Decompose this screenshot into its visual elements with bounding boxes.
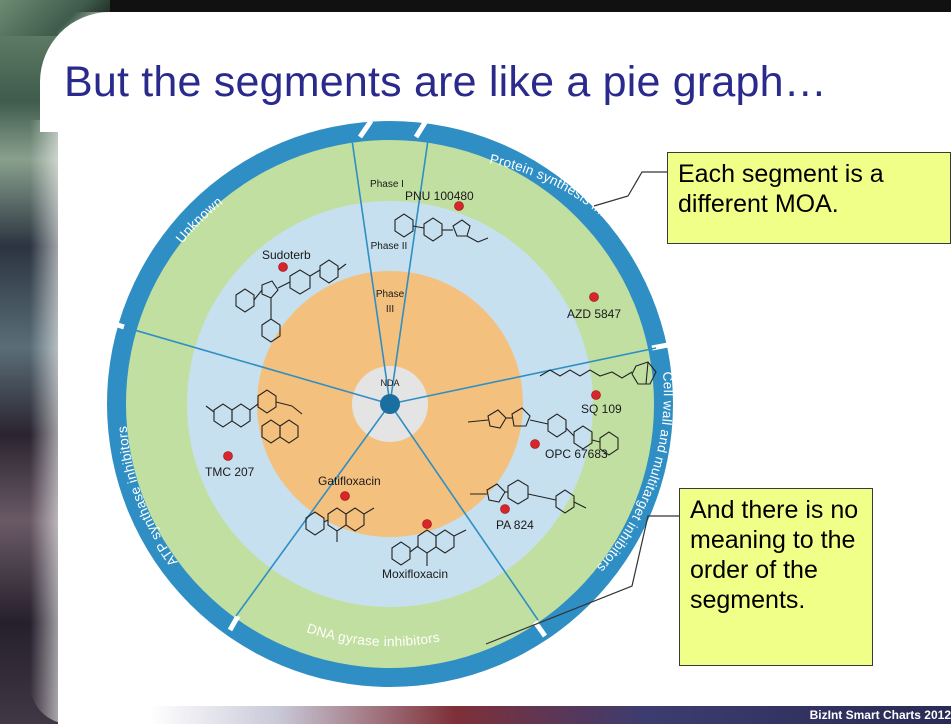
compound-label-pnu100480: PNU 100480 [405,189,474,203]
structure-tmc207 [205,389,303,444]
callout-no-order-meaning: And there is no meaning to the order of … [679,488,873,666]
title-band [40,12,951,132]
segment-dividers [123,139,657,621]
svg-text:Phase: Phase [376,289,405,300]
structure-opc67683 [467,407,619,456]
compound-label-pa824: PA 824 [496,518,534,532]
callout-each-segment: Each segment is a different MOA. [667,152,951,244]
compound-dot-sudoterb [278,262,288,272]
compound-markers [223,201,601,529]
structure-moxifloxacin [391,529,467,566]
compound-label-azd5847: AZD 5847 [567,307,621,321]
decorative-top-frame [0,0,951,12]
phase-1-label: Phase I [370,179,404,190]
compound-dot-sq109 [591,390,601,400]
phase-2-label: Phase II [371,241,408,252]
compound-dot-gatifloxacin [340,491,350,501]
compound-label-tmc207: TMC 207 [205,465,255,479]
compound-label-opc67683: OPC 67683 [545,447,608,461]
compound-dot-azd5847 [589,292,599,302]
phase-3-label: Phase III [376,289,405,315]
compound-dot-pnu100480 [454,201,464,211]
footer-credit: BizInt Smart Charts 2012 [809,708,951,722]
compound-dot-pa824 [500,504,510,514]
compound-label-sq109: SQ 109 [581,402,622,416]
decorative-frame-sheen [30,120,76,724]
compound-label-moxifloxacin: Moxifloxacin [382,567,448,581]
nda-label: NDA [380,378,399,388]
structure-sudoterb [235,259,347,343]
callout-connector-bottom [485,515,679,645]
structure-pnu100480 [394,213,489,243]
compound-dot-tmc207 [223,451,233,461]
structure-pa824 [470,479,587,514]
structure-gatifloxacin [305,507,375,542]
callout-connector-top [593,171,667,207]
footer-bar [150,706,951,724]
structure-sq109 [539,361,657,385]
svg-text:III: III [386,304,394,315]
compound-label-sudoterb: Sudoterb [262,248,311,262]
compound-dot-opc67683 [530,439,540,449]
center-dot [380,394,400,414]
compound-label-gatifloxacin: Gatifloxacin [318,474,381,488]
slide-title: But the segments are like a pie graph… [64,58,827,106]
compound-dot-moxifloxacin [422,519,432,529]
